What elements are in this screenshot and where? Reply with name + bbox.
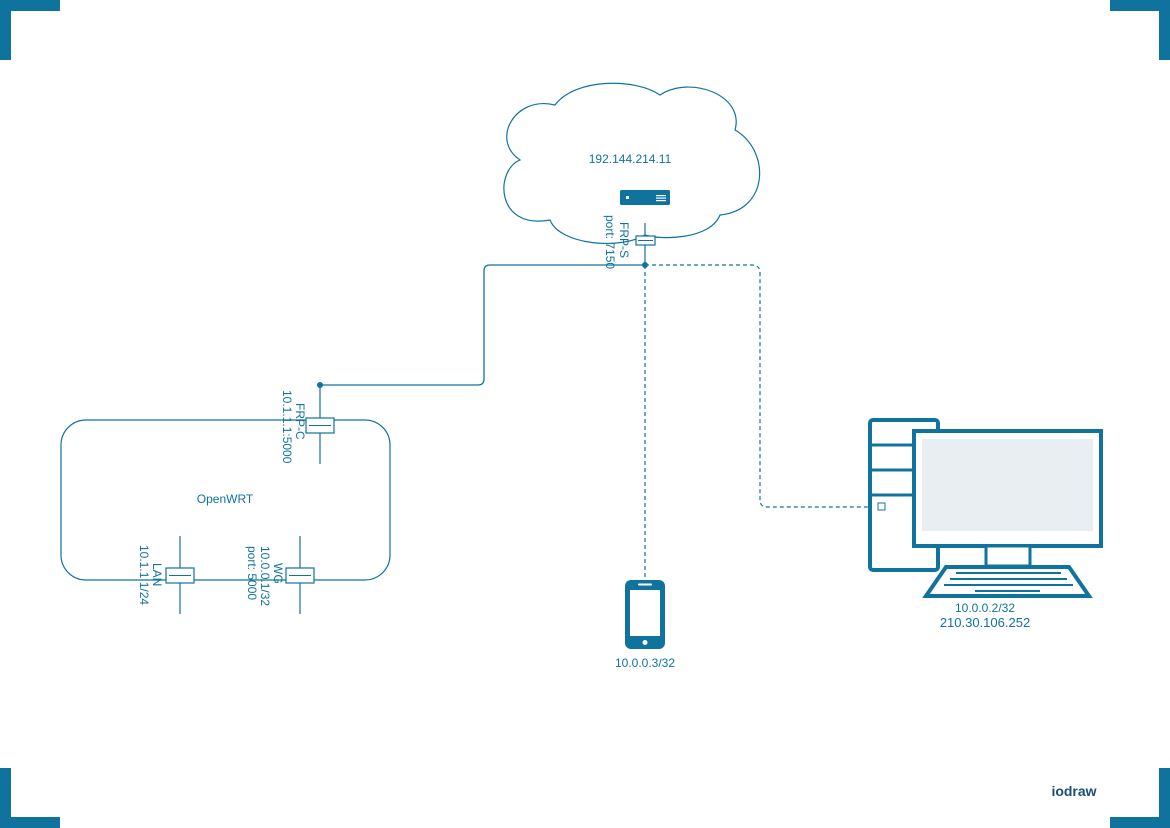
corner-mark-bottom-left-h bbox=[0, 817, 60, 828]
pc-public-ip-label: 210.30.106.252 bbox=[940, 615, 1030, 630]
corner-mark-top-left-h bbox=[0, 0, 60, 11]
frp-s-port-label: port: 7150 bbox=[603, 215, 617, 269]
corner-mark-bottom-left-v bbox=[0, 768, 11, 828]
openwrt-label: OpenWRT bbox=[197, 492, 254, 506]
desktop-computer-icon bbox=[868, 418, 1103, 598]
smartphone-icon bbox=[625, 580, 665, 649]
corner-mark-bottom-right-h bbox=[1110, 817, 1170, 828]
cloud-ip-label: 192.144.214.11 bbox=[589, 152, 672, 166]
wireguard-link-to-pc[interactable] bbox=[645, 264, 868, 508]
corner-mark-top-right-h bbox=[1110, 0, 1170, 11]
openwrt-box bbox=[60, 419, 391, 581]
lan-addr-label: 10.1.1.1/24 bbox=[137, 545, 151, 605]
cloud-shape bbox=[503, 82, 761, 245]
corner-mark-bottom-right-v bbox=[1159, 768, 1170, 828]
openwrt-router-node[interactable]: OpenWRT FRP-C 10.1.1.1:5000 LAN 10.1.1.1… bbox=[60, 385, 391, 614]
openwrt-junction-dot bbox=[317, 382, 323, 388]
cloud-server-node[interactable]: 192.144.214.11 FRP-S port: 7150 bbox=[503, 82, 761, 269]
iodraw-watermark: iodraw bbox=[1051, 783, 1096, 799]
pc-vpn-ip-label: 10.0.0.2/32 bbox=[955, 601, 1015, 615]
corner-mark-top-left-v bbox=[0, 0, 11, 60]
frp-tunnel-connection[interactable] bbox=[320, 264, 645, 386]
phone-node[interactable]: 10.0.0.3/32 bbox=[615, 580, 675, 670]
frp-c-name-label: FRP-C bbox=[293, 403, 307, 440]
cloud-junction-dot bbox=[642, 262, 648, 268]
server-icon bbox=[620, 190, 670, 205]
corner-mark-top-right-v bbox=[1159, 0, 1170, 60]
wg-addr-label: 10.0.0.1/32 bbox=[258, 546, 272, 606]
frp-c-addr-label: 10.1.1.1:5000 bbox=[280, 390, 294, 464]
wg-port-label: port: 5000 bbox=[245, 546, 259, 600]
desktop-pc-node[interactable]: 10.0.0.2/32 210.30.106.252 bbox=[868, 418, 1103, 630]
frp-s-name-label: FRP-S bbox=[617, 222, 631, 258]
wg-name-label: WG bbox=[271, 563, 285, 584]
phone-ip-label: 10.0.0.3/32 bbox=[615, 656, 675, 670]
lan-name-label: LAN bbox=[150, 563, 164, 586]
